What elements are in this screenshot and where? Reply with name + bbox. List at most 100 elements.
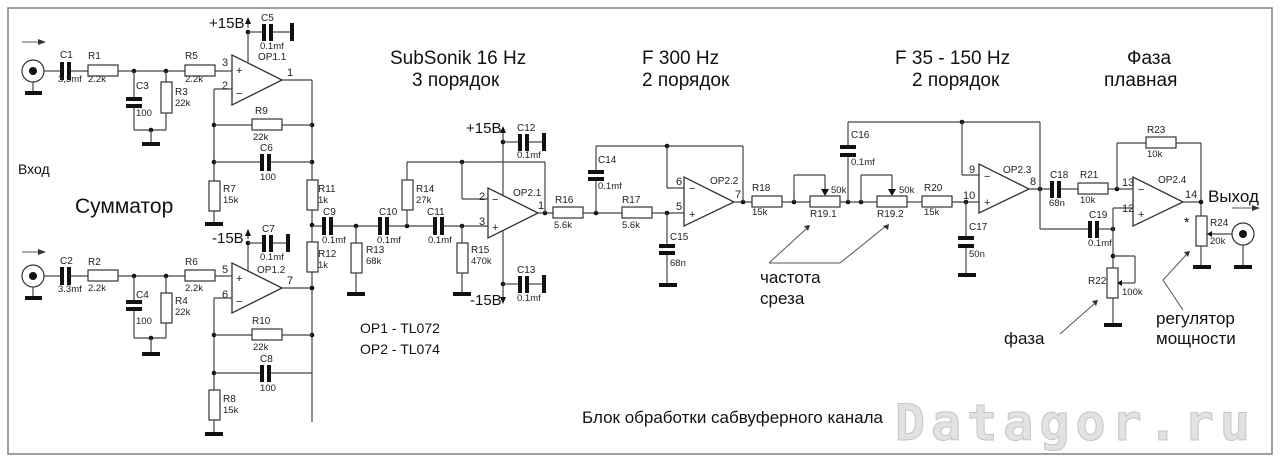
- capacitor-c14: [588, 170, 604, 174]
- input-2-section: C2 3.3mf R2 2.2k C4 100 R4 22k R6 2.2k: [21, 249, 232, 356]
- c4-value: 100: [136, 316, 152, 327]
- r14-value: 27k: [416, 195, 432, 206]
- pin-label: 6: [676, 176, 682, 188]
- resistor-r4: [160, 292, 173, 324]
- capacitor-c9: [322, 217, 326, 235]
- input-2-arrowhead-icon: [38, 249, 46, 255]
- opamp-op2-4: − + 13 12 14 OP2.4 * R24 20k: [1122, 175, 1260, 311]
- ground-icon: [142, 352, 160, 356]
- c4-ref: C4: [136, 290, 149, 301]
- wiper-arrow-icon: [1207, 231, 1212, 237]
- ground-icon: [25, 296, 42, 300]
- lowpass-300hz: R16 5.6k C14 0.1mf R17 5.6k C15 68n: [552, 143, 743, 287]
- r18-ref: R18: [752, 183, 771, 194]
- opamp-ref: OP2.4: [1158, 175, 1187, 186]
- r16-value: 5.6k: [554, 220, 572, 231]
- opamp-op2-3: − + 9 10 8 OP2.3: [963, 122, 1050, 229]
- pin-label: 12: [1122, 203, 1134, 215]
- r23-ref: R23: [1147, 125, 1166, 136]
- rail-arrow-icon: [500, 297, 506, 304]
- power-label-1: регулятор: [1156, 309, 1235, 328]
- pin-label: 1: [538, 200, 544, 212]
- potentiometer-r19-2[interactable]: [876, 195, 908, 208]
- r7-ref: R7: [223, 184, 236, 195]
- resistor-r7: [208, 180, 221, 212]
- c16-value: 0.1mf: [851, 157, 875, 168]
- arrowhead-icon: [804, 225, 810, 231]
- r15-ref: R15: [471, 245, 490, 256]
- ground-icon: [25, 91, 42, 95]
- arrowhead-icon: [883, 224, 889, 230]
- potentiometer-r19-1[interactable]: [809, 195, 841, 208]
- potentiometer-r24[interactable]: [1195, 215, 1208, 247]
- stage-phase-title: Фаза: [1127, 48, 1172, 69]
- r19-2-value: 50k: [899, 185, 915, 196]
- minus-sign: −: [984, 171, 990, 183]
- phase-stage: C18 68n R21 10k R23 10k C19 0.1mf R22 10…: [1040, 125, 1202, 335]
- r4-ref: R4: [175, 296, 188, 307]
- resistor-r21: [1077, 182, 1109, 195]
- r21-ref: R21: [1080, 170, 1099, 181]
- c17-ref: C17: [969, 222, 988, 233]
- r1-ref: R1: [88, 51, 101, 62]
- rail-pos-label: +15В: [466, 120, 501, 137]
- pin-label: 8: [1030, 176, 1036, 188]
- arrowhead-icon: [1092, 300, 1098, 306]
- opamp-op2-2-symbol: [683, 175, 736, 228]
- r11-value: 1k: [318, 195, 328, 206]
- resistor-r18: [751, 195, 783, 208]
- ground-icon: [542, 275, 546, 293]
- summer-label: Сумматор: [75, 195, 173, 218]
- r18-value: 15k: [752, 207, 768, 218]
- stage-f300-order: 2 порядок: [642, 70, 730, 91]
- plus-sign: +: [1138, 209, 1144, 221]
- opamp-ref: OP1.1: [258, 52, 287, 63]
- plus-sign: +: [492, 222, 498, 234]
- pin-label: 2: [222, 80, 228, 92]
- cutoff-label-2: среза: [760, 289, 805, 308]
- pin-label: 14: [1185, 189, 1197, 201]
- c11-ref: C11: [427, 207, 445, 218]
- capacitor-c8: [260, 365, 264, 382]
- ground-icon: [290, 23, 294, 41]
- c1-value: 3,3mf: [58, 74, 82, 85]
- pin-label: 2: [479, 191, 485, 203]
- stage-subsonic-title: SubSonik 16 Hz: [390, 48, 526, 69]
- c7-ref: C7: [262, 224, 275, 235]
- r8-ref: R8: [223, 394, 236, 405]
- capacitor-c19: [1088, 221, 1092, 238]
- c6-ref: C6: [260, 143, 273, 154]
- c3-ref: C3: [136, 81, 149, 92]
- c7-value: 0.1mf: [260, 252, 284, 263]
- pin-label: 7: [287, 275, 293, 287]
- c16-ref: C16: [851, 130, 870, 141]
- capacitor-c11: [433, 217, 437, 235]
- c14-value: 0.1mf: [598, 181, 622, 192]
- resistor-r14: [401, 179, 414, 211]
- opamp-ref: OP2.3: [1003, 165, 1032, 176]
- r9-value: 22k: [253, 132, 269, 143]
- r6-value: 2.2k: [185, 283, 203, 294]
- resistor-r10: [251, 328, 283, 341]
- c9-ref: C9: [323, 207, 336, 218]
- minus-sign: −: [492, 194, 498, 206]
- r5-ref: R5: [185, 51, 198, 62]
- ground-icon: [1234, 265, 1252, 269]
- potentiometer-r22[interactable]: [1106, 267, 1119, 299]
- c12-value: 0.1mf: [517, 150, 541, 161]
- lowpass-35-150hz: R18 15k 50k R19.1 C16 0.1mf 50k R19.2 R2…: [751, 119, 1040, 277]
- stage-f300-title: F 300 Hz: [642, 48, 719, 69]
- c15-ref: C15: [670, 232, 689, 243]
- trim-mark: *: [1184, 214, 1190, 230]
- pin-label: 5: [676, 201, 682, 213]
- pin-label: 5: [222, 264, 228, 276]
- r10-ref: R10: [252, 316, 271, 327]
- opamp-op2-1: − + 2 3 1 OP2.1 +15В C12 0.1mf -15В C13 …: [466, 120, 553, 309]
- stage-subsonic-order: 3 порядок: [412, 70, 500, 91]
- r13-value: 68k: [366, 256, 382, 267]
- opamp-op1-2-symbol: [231, 261, 284, 315]
- capacitor-c17: [958, 236, 974, 240]
- pin-label: 3: [479, 216, 485, 228]
- ic-op2-note: OP2 - TL074: [360, 341, 440, 357]
